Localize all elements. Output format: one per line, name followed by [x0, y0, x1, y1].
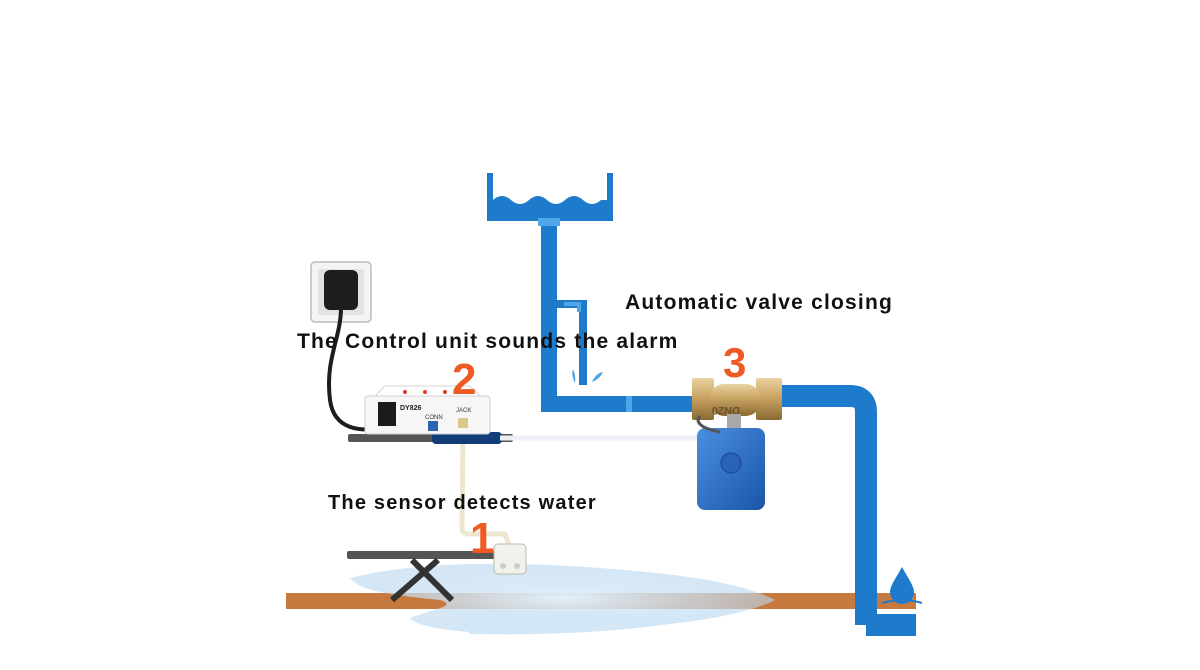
device-brand-text: DY826 — [400, 405, 422, 412]
water-drop-icon — [881, 567, 923, 604]
sensor-cable — [459, 417, 513, 551]
control-unit: DY826 CONN JACK — [364, 385, 491, 435]
power-adapter — [324, 270, 386, 432]
valve-mark-text: DN20 — [712, 404, 740, 416]
water-pipe — [541, 226, 916, 636]
step-number-2: 2 — [452, 355, 476, 404]
device-conn-text: CONN — [425, 415, 443, 421]
device-jack-text: JACK — [456, 408, 471, 414]
step-number-3: 3 — [723, 339, 746, 386]
water-tank — [487, 173, 613, 226]
leak-splash — [572, 369, 603, 383]
valve-cable — [432, 432, 700, 444]
stand — [347, 551, 517, 603]
label-valve-closing: Automatic valve closing — [625, 291, 894, 314]
step-number-1: 1 — [470, 514, 494, 563]
water-spill — [350, 563, 775, 635]
motorized-valve: DN20 — [692, 378, 782, 510]
label-control-unit-alarm: The Control unit sounds the alarm — [297, 330, 679, 353]
label-sensor-detects: The sensor detects water — [328, 492, 597, 514]
water-sensor — [493, 543, 527, 575]
